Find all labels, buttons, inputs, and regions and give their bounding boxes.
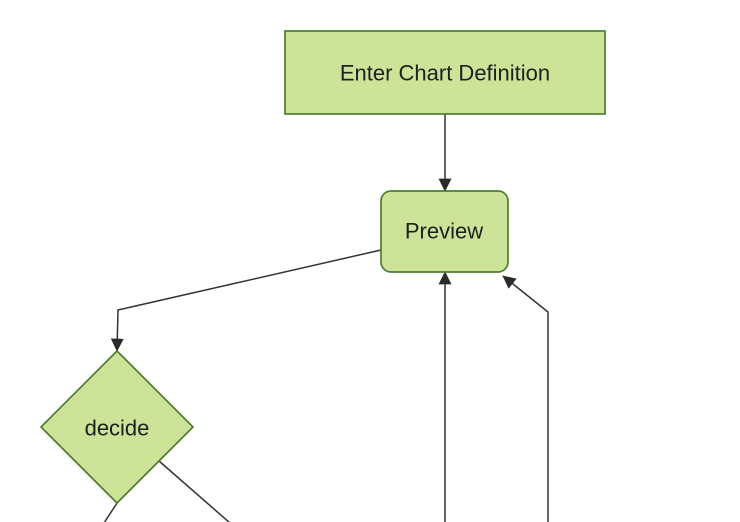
node-preview: Preview [380,190,509,273]
edge-preview-to-decide [110,249,382,352]
node-enter-chart-definition: Enter Chart Definition [284,30,606,115]
node-enter-chart-definition-label: Enter Chart Definition [340,61,550,86]
edge-offscreen-bottomright-to-preview [502,275,549,522]
node-decide-shape [39,349,195,505]
edge-decide-to-offscreen-bottomright [158,460,230,522]
node-layer: Enter Chart Definition Preview decide [39,30,606,505]
node-enter-chart-definition-shape [284,30,606,115]
edge-layer [103,114,549,522]
node-preview-label: Preview [405,219,483,244]
node-decide-label: decide [85,416,150,441]
node-preview-shape [380,190,509,273]
node-decide: decide [39,349,195,505]
edge-decide-to-offscreen-bottomleft [103,502,118,522]
